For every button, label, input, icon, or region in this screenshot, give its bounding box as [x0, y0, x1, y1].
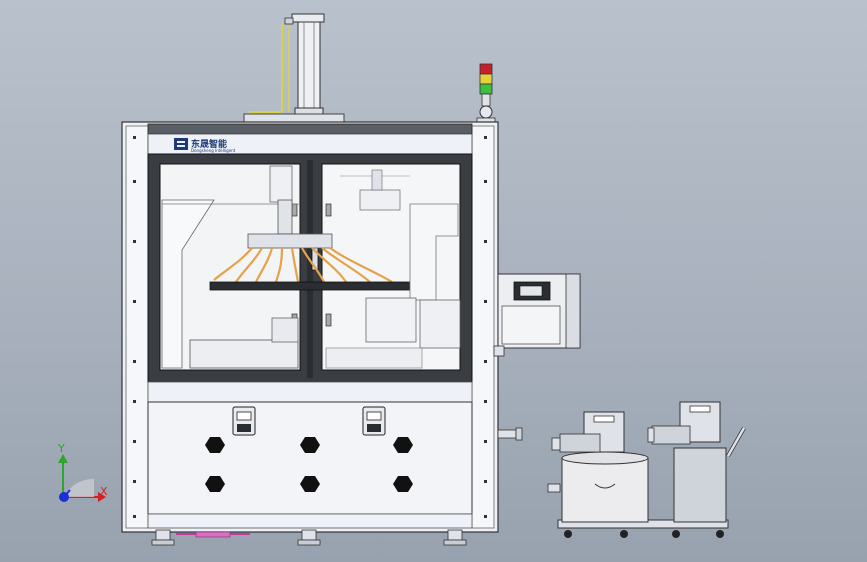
- brand-subtitle: Dongsheng Intelligent: [191, 148, 236, 153]
- signal-tower[interactable]: [476, 63, 496, 123]
- cabinet-feet: [151, 529, 467, 546]
- lower-cabinet[interactable]: [147, 381, 523, 529]
- interior-mechanism: [161, 165, 461, 369]
- side-motor-box[interactable]: [493, 273, 581, 357]
- mixing-tank[interactable]: [561, 457, 649, 523]
- axis-x-label: X: [100, 485, 108, 498]
- brand-name: 东晟智能: [191, 138, 227, 150]
- axis-y-label: Y: [57, 442, 65, 455]
- control-cabinet[interactable]: [673, 447, 727, 523]
- mixer-cart[interactable]: [547, 401, 746, 538]
- orange-tubes: [213, 247, 393, 283]
- hex-vent-holes: [205, 437, 413, 492]
- brand-logo: 东晟智能 Dongsheng Intelligent: [174, 138, 236, 153]
- coordinate-triad: X Y: [57, 442, 108, 502]
- top-air-cylinder[interactable]: [243, 13, 345, 123]
